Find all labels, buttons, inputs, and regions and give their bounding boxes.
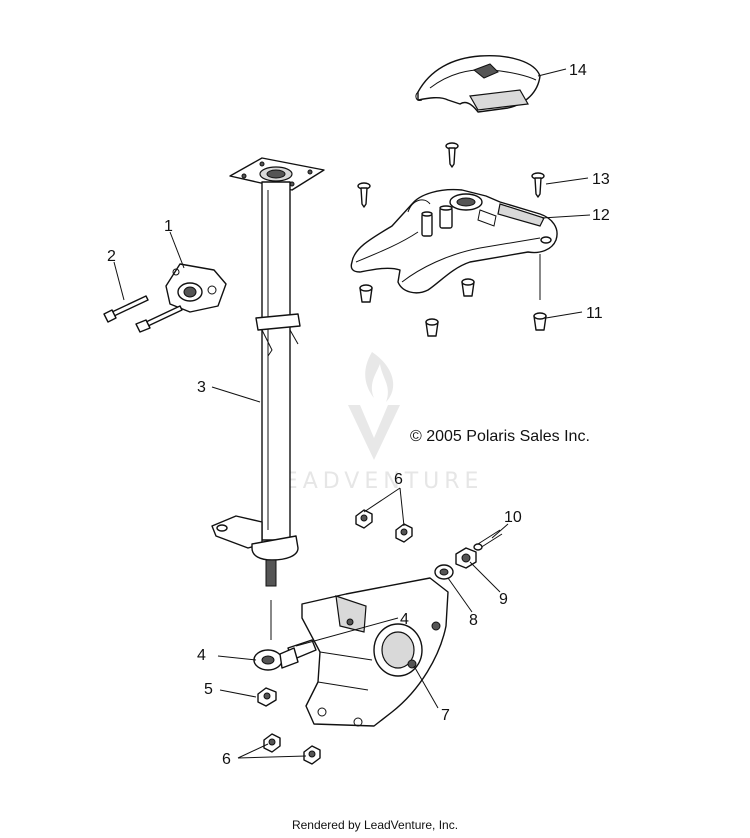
part-7-support-bracket xyxy=(301,577,449,727)
part-3-steering-post xyxy=(211,157,325,640)
callout-4-second: 4 xyxy=(400,611,409,628)
part-5-nut xyxy=(257,687,277,707)
watermark-text: LEADVENTURE xyxy=(267,469,484,494)
part-11-inserts xyxy=(359,278,547,337)
callout-labels: 1 2 3 4 4 5 6 6 7 8 9 10 11 12 13 14 xyxy=(107,62,610,768)
callout-11: 11 xyxy=(586,305,603,322)
part-14-steering-cover xyxy=(415,54,541,113)
part-2-bolts xyxy=(103,295,183,333)
callout-3: 3 xyxy=(197,379,206,396)
callout-7: 7 xyxy=(441,707,450,724)
callout-13: 13 xyxy=(592,171,610,188)
callout-6-upper: 6 xyxy=(394,471,403,488)
part-4-rod-end xyxy=(253,639,317,671)
callout-12: 12 xyxy=(592,207,610,224)
callout-10: 10 xyxy=(504,509,522,526)
callout-8: 8 xyxy=(469,612,478,629)
part-8-washer xyxy=(434,564,454,580)
part-10-cotter-pin xyxy=(473,529,503,551)
leader-lines xyxy=(113,68,591,759)
part-12-steering-bracket xyxy=(350,188,558,294)
callout-4: 4 xyxy=(197,647,206,664)
footer-credit: Rendered by LeadVenture, Inc. xyxy=(291,818,459,832)
callout-14: 14 xyxy=(569,62,587,79)
callout-9: 9 xyxy=(499,591,508,608)
part-1-clamp xyxy=(165,263,227,313)
callout-2: 2 xyxy=(107,248,116,265)
leadventure-watermark: LEADVENTURE xyxy=(267,352,484,494)
copyright-notice: © 2005 Polaris Sales Inc. xyxy=(410,428,590,445)
part-13-screws xyxy=(357,142,545,208)
callout-1: 1 xyxy=(164,218,173,235)
callout-6-lower: 6 xyxy=(222,751,231,768)
callout-5: 5 xyxy=(204,681,213,698)
part-6-lower-nuts xyxy=(263,733,321,765)
